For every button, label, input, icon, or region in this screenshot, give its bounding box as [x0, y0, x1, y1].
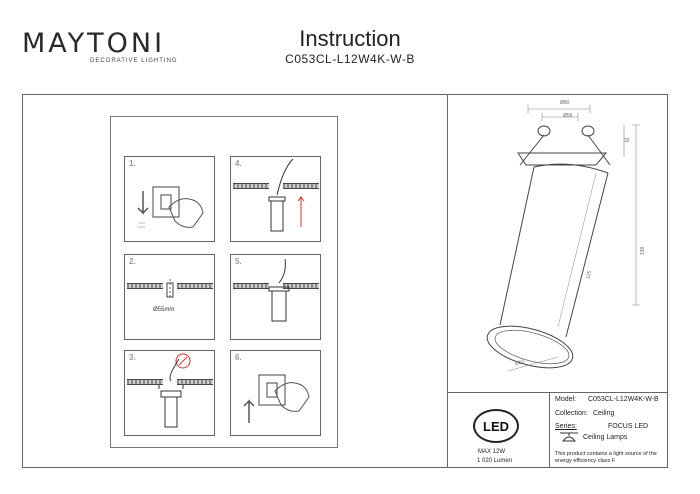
ceiling-left — [233, 283, 269, 289]
step-number: 6. — [235, 353, 242, 362]
step-number: 2. — [129, 257, 136, 266]
wiring-illustration — [158, 353, 191, 428]
step-number: 4. — [235, 159, 242, 168]
step-6: 6. — [230, 350, 321, 436]
model-label: Model: — [555, 396, 577, 403]
switch-on-illustration — [243, 374, 310, 423]
dim-total-height: 138 — [640, 246, 647, 256]
model-value: C053CL-L12W4K-W-B — [588, 396, 659, 403]
dim-bracket-height: 32 — [624, 138, 630, 144]
sheet-frame — [22, 94, 668, 468]
ceiling-right — [177, 379, 213, 385]
ceiling-left — [127, 283, 163, 289]
ceiling-right — [283, 183, 319, 189]
led-badge: LED — [473, 409, 519, 443]
step-1: 1. — [124, 156, 215, 242]
lumen-label: 1 020 Lumen — [477, 458, 513, 464]
step-number: 1. — [129, 159, 136, 168]
ceiling-left — [233, 183, 269, 189]
ceiling-left — [127, 379, 163, 385]
collection-value: Ceiling — [593, 410, 615, 417]
step-3: 3. — [124, 350, 215, 436]
hole-diameter-label: Ø55mm — [153, 307, 175, 313]
switch-off-illustration — [137, 186, 204, 228]
step-4: 4. — [230, 156, 321, 242]
mounted-illustration — [268, 258, 290, 322]
ceiling-right — [283, 283, 319, 289]
model-code-header: C053CL-L12W4K-W-B — [285, 52, 415, 66]
step-number: 5. — [235, 257, 242, 266]
power-label: MAX 12W — [478, 449, 506, 455]
divider-vertical — [447, 94, 448, 468]
dim-inner-width: Ø56 — [563, 113, 573, 119]
ceiling-lamp-icon — [560, 432, 578, 442]
series-label: Series: — [555, 423, 577, 430]
page-title: Instruction — [299, 26, 401, 51]
divider-info — [549, 392, 550, 468]
brand-tagline: DECORATIVE LIGHTING — [90, 58, 178, 64]
step-number: 3. — [129, 353, 136, 362]
insert-illustration — [268, 158, 305, 232]
brand-logo: MAYTONI — [22, 28, 166, 59]
hole-marker — [166, 279, 174, 299]
series-value: FOCUS LED — [608, 423, 649, 430]
energy-note: This product contains a light source of … — [555, 451, 657, 464]
category-value: Ceiling Lamps — [583, 434, 628, 441]
step-5: 5. — [230, 254, 321, 340]
ceiling-right — [177, 283, 213, 289]
instruction-panel — [110, 116, 338, 448]
step-2: 2. Ø55mm — [124, 254, 215, 340]
divider-horizontal — [447, 392, 668, 393]
technical-drawing — [486, 105, 640, 372]
collection-label: Collection: — [555, 410, 588, 417]
dim-top-width: Ø80 — [560, 100, 570, 106]
